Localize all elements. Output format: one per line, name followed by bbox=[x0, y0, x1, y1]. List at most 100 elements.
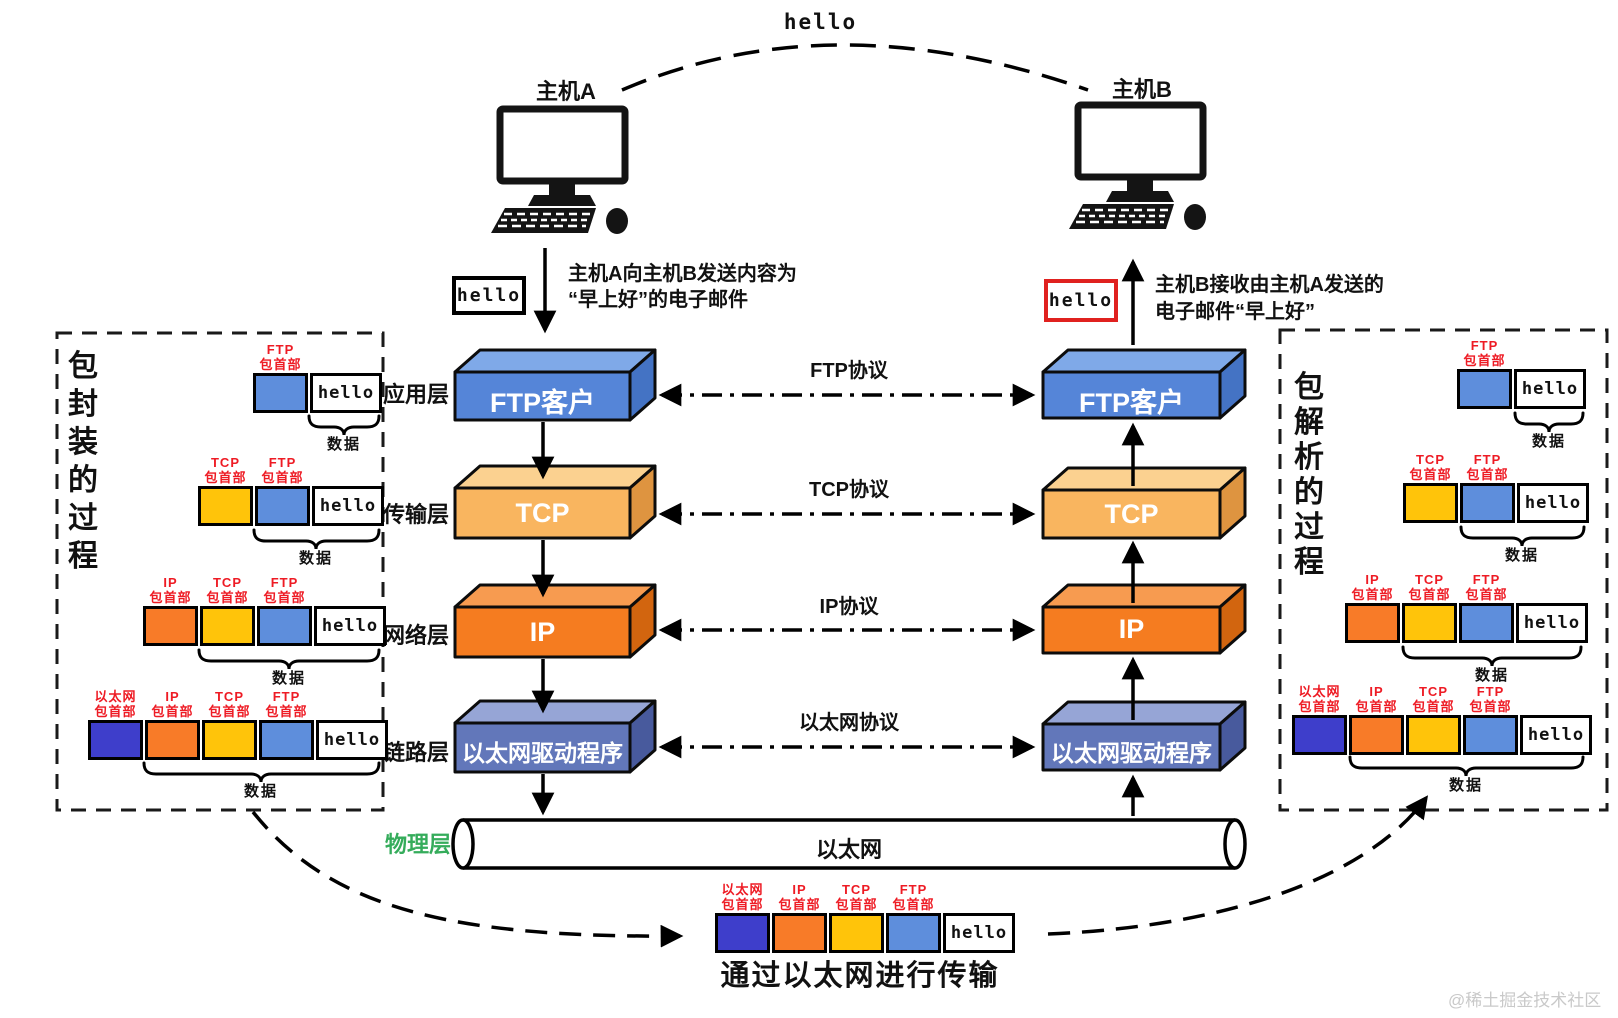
header-line1: IP bbox=[163, 575, 178, 590]
recv-note-line1: 主机B接收由主机A发送的 bbox=[1155, 274, 1384, 296]
ftp-header-box bbox=[257, 606, 312, 646]
data-label: 数据 bbox=[1531, 433, 1566, 450]
host-a-ethernet-driver-label: 以太网驱动程序 bbox=[462, 740, 623, 766]
header-line2: 包首部 bbox=[94, 704, 137, 719]
data-label: 数据 bbox=[1504, 547, 1539, 564]
ip-header-box bbox=[143, 606, 198, 646]
host-b-stack-ip-box bbox=[1041, 583, 1247, 655]
tcp-header-box bbox=[1406, 715, 1461, 755]
host-a-stack-ftp-box bbox=[453, 348, 657, 422]
header-line1: TCP bbox=[210, 455, 240, 470]
data-label: 数据 bbox=[271, 670, 306, 687]
header-line2: 包首部 bbox=[259, 357, 302, 372]
host-a-stack-ethernet-box bbox=[453, 699, 657, 774]
watermark: @稀土掘金技术社区 bbox=[1448, 991, 1602, 1010]
header-line1: FTP bbox=[1473, 452, 1502, 467]
layer-label-application: 应用层 bbox=[383, 382, 450, 407]
host-b-ethernet-driver-label: 以太网驱动程序 bbox=[1051, 740, 1212, 766]
header-line2: 包首部 bbox=[1298, 699, 1341, 714]
host-b-tcp-label: TCP bbox=[1104, 499, 1159, 529]
packet-column: hello bbox=[312, 455, 384, 526]
header-line1: FTP bbox=[270, 575, 299, 590]
header-line1: TCP bbox=[1415, 452, 1445, 467]
ip-protocol-label: IP协议 bbox=[819, 596, 879, 618]
layer-label-network: 网络层 bbox=[383, 623, 450, 648]
packet-column: hello bbox=[310, 342, 382, 413]
tcp-protocol-label: TCP协议 bbox=[809, 479, 889, 501]
ip-header-box bbox=[145, 720, 200, 760]
host-a-stack-tcp-box bbox=[453, 464, 657, 540]
transmission-to-parsing-arrow bbox=[1047, 795, 1429, 936]
ftp-header-box bbox=[1463, 715, 1518, 755]
host-b-stack-ftp-box bbox=[1041, 348, 1247, 420]
header-line2: 包首部 bbox=[265, 704, 308, 719]
header-line2: 包首部 bbox=[1409, 467, 1452, 482]
payload-box: hello bbox=[310, 373, 382, 413]
data-label: 数据 bbox=[298, 550, 333, 567]
host-a-ip-label: IP bbox=[529, 617, 556, 647]
encapsulation-to-transmission-arrow bbox=[251, 810, 684, 948]
host-b-label: 主机B bbox=[1112, 77, 1172, 102]
packet-column: hello bbox=[1517, 452, 1589, 523]
payload-box: hello bbox=[943, 913, 1015, 953]
parsing-braces bbox=[1348, 411, 1586, 777]
tcp-header-box bbox=[198, 486, 253, 526]
header-line1: 以太网 bbox=[1298, 684, 1341, 699]
packet-column: 以太网包首部 bbox=[1292, 684, 1347, 755]
mouse-icon bbox=[1184, 204, 1206, 230]
ftp-protocol-label: FTP协议 bbox=[810, 360, 888, 382]
ethernet-header-box bbox=[715, 913, 770, 953]
header-line2: 包首部 bbox=[721, 897, 764, 912]
host-a-tcp-label: TCP bbox=[515, 498, 570, 528]
payload-box: hello bbox=[1517, 483, 1589, 523]
payload-box: hello bbox=[1514, 369, 1586, 409]
recv-note-line2: 电子邮件“早上好” bbox=[1155, 301, 1315, 323]
ethernet-header-label: 以太网包首部 bbox=[721, 882, 763, 913]
host-b-stack-ethernet-box bbox=[1041, 700, 1247, 772]
header-line1: TCP bbox=[1414, 572, 1444, 587]
host-b-ip-label: IP bbox=[1118, 614, 1145, 644]
encapsulation-braces bbox=[142, 414, 381, 783]
ethernet-header-box bbox=[88, 720, 143, 760]
tcp-header-box bbox=[200, 606, 255, 646]
header-line1: FTP bbox=[268, 455, 297, 470]
ftp-header-box bbox=[886, 913, 941, 953]
header-line2: 包首部 bbox=[1408, 587, 1451, 602]
tcp-header-box bbox=[202, 720, 257, 760]
packet-column: hello bbox=[1520, 684, 1592, 755]
header-line1: TCP bbox=[841, 882, 871, 897]
host-a-hello-box: hello bbox=[452, 276, 526, 315]
ethernet-cylinder-label: 以太网 bbox=[815, 837, 882, 862]
send-note-line2: “早上好”的电子邮件 bbox=[568, 289, 748, 311]
ftp-header-box bbox=[1457, 369, 1512, 409]
host-b-stack-tcp-box bbox=[1041, 466, 1247, 540]
header-line1: IP bbox=[1365, 572, 1380, 587]
packet-column: hello bbox=[1514, 338, 1586, 409]
